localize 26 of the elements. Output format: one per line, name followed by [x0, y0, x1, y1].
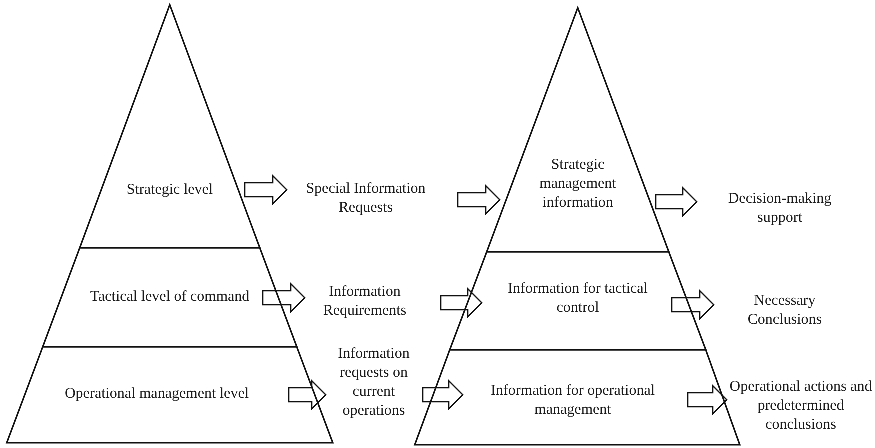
pyramid-level	[487, 8, 669, 252]
level-label: Operational management level	[64, 385, 250, 404]
block-arrow	[422, 379, 464, 411]
pyramid-level	[450, 252, 706, 350]
level-label: Special Information Requests	[305, 180, 427, 218]
level-label: Necessary Conclusions	[746, 292, 824, 330]
level-label: Information for operational management	[490, 382, 656, 420]
level-label: Information requests on current operations	[337, 345, 411, 421]
pyramid-level	[80, 5, 260, 248]
block-arrow	[440, 287, 483, 319]
block-arrow	[671, 289, 715, 321]
level-label: Information Requirements	[322, 283, 408, 321]
level-label: Operational actions and predetermined conclusions	[728, 378, 874, 435]
pyramid-level	[43, 248, 297, 347]
level-label: Strategic level	[126, 181, 214, 200]
level-label: Information for tactical control	[507, 280, 649, 318]
block-arrow	[244, 174, 288, 206]
block-arrow	[655, 186, 698, 218]
block-arrow	[687, 384, 728, 416]
level-label: Decision-making support	[727, 190, 833, 228]
pyramid-level	[7, 347, 333, 443]
block-arrow	[262, 282, 306, 314]
level-label: Tactical level of command	[89, 288, 251, 307]
block-arrow	[457, 184, 501, 216]
level-label: Strategic management information	[538, 156, 618, 213]
block-arrow	[288, 379, 327, 411]
